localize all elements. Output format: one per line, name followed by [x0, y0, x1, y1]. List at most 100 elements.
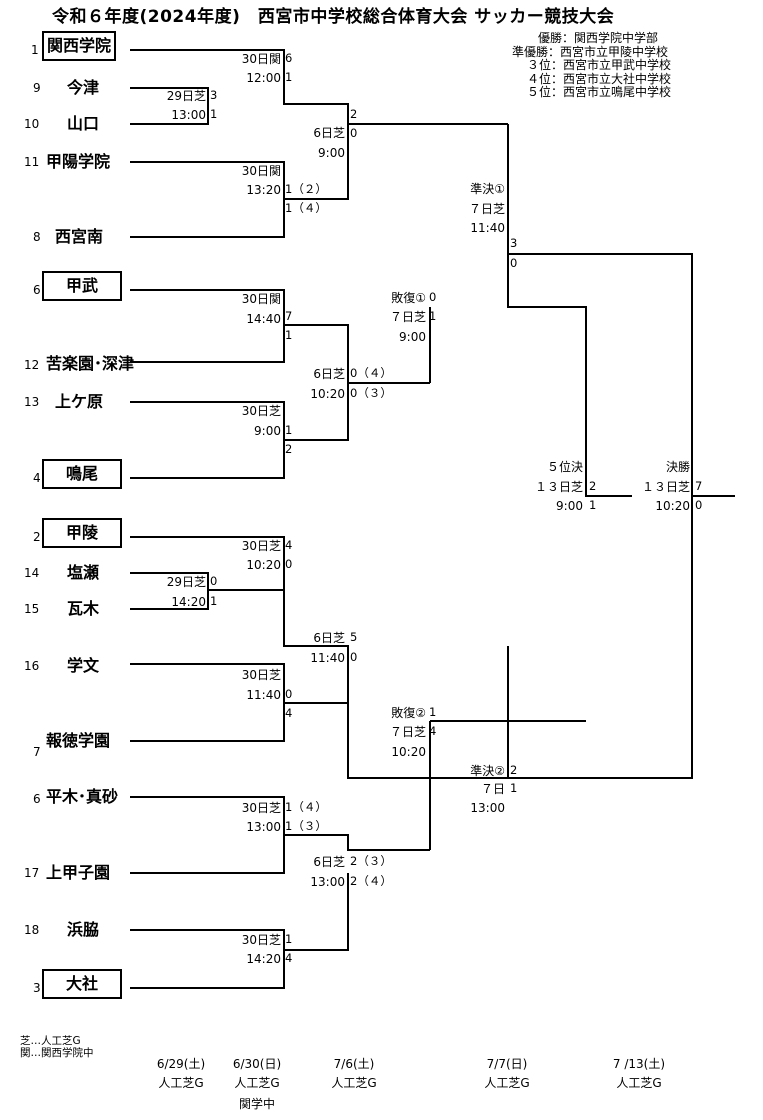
schedule-venue: 人工芝G: [616, 1076, 662, 1090]
match-score: 1: [429, 309, 437, 323]
team-name: 今津: [67, 78, 100, 97]
schedule-date: 7/7(日): [486, 1057, 528, 1071]
seed-number: 6: [33, 283, 41, 297]
match-score: 1: [429, 705, 437, 719]
match-score: 3: [210, 88, 218, 102]
match-score: 2: [589, 479, 597, 493]
match-day: 6日芝: [313, 855, 345, 869]
repechage-time: 9:00: [399, 330, 426, 344]
match-day: 6日芝: [313, 631, 345, 645]
match-time: 11:40: [310, 651, 345, 665]
match-day: 30日芝: [241, 933, 281, 947]
schedule-extra: 関学中: [238, 1097, 275, 1111]
match-score: 1: [285, 932, 293, 946]
match-score: 0: [695, 498, 703, 512]
match-time: 9:00: [318, 146, 345, 160]
seed-number: 17: [24, 866, 40, 880]
match-time: 14:20: [246, 952, 281, 966]
match-time: 12:00: [246, 71, 281, 85]
match-score: 1: [589, 498, 597, 512]
legend-item: 芝…人工芝G: [20, 1035, 81, 1047]
seed-number: 15: [24, 602, 40, 616]
seed-number: 7: [33, 745, 41, 759]
match-score: 5: [350, 630, 358, 644]
schedule-venue: 人工芝G: [234, 1076, 280, 1090]
match-score: 7: [695, 479, 703, 493]
team-name: 山口: [67, 114, 100, 133]
line-imazu: [130, 87, 209, 104]
team-name: 上甲子園: [46, 863, 111, 882]
team-name: 浜脇: [67, 920, 100, 939]
schedule-date: 6/29(土): [156, 1057, 206, 1071]
semi-name: 準決②: [470, 764, 505, 778]
line-yamaguchi: [130, 104, 209, 125]
match-time: 13:00: [310, 875, 345, 889]
match-score: 1（４）: [285, 800, 327, 814]
schedule-date: 6/30(日): [232, 1057, 282, 1071]
seed-number: 1: [31, 43, 39, 57]
match-score: 4: [285, 538, 293, 552]
line-rep2: [429, 720, 586, 850]
seed-number: 13: [24, 395, 40, 409]
match-score: 0: [285, 687, 293, 701]
match-score: 2: [510, 763, 518, 777]
team-name: 西宮南: [55, 227, 104, 246]
match-time: 10:20: [310, 387, 345, 401]
repechage-name: 敗復①: [391, 291, 426, 305]
semi-time: 11:40: [470, 221, 505, 235]
match-day: 29日芝: [166, 575, 206, 589]
match-time: 14:40: [246, 312, 281, 326]
match-day: 30日関: [241, 292, 281, 306]
match-day: 30日関: [241, 52, 281, 66]
schedule-date: 7 /13(土): [612, 1057, 666, 1071]
team-name: 鳴尾: [42, 459, 123, 489]
match-day: 30日芝: [241, 404, 281, 418]
line-hotoku: [130, 703, 285, 742]
match-score: 2（３）: [350, 854, 392, 868]
match-score: 1: [285, 423, 293, 437]
match-score: 0: [350, 650, 358, 664]
match-time: 13:20: [246, 183, 281, 197]
fifth-place-day: １３日芝: [534, 480, 583, 494]
line-taisha: [130, 950, 285, 989]
repechage-day: ７日芝: [389, 310, 426, 324]
line-semi1-loser: [507, 254, 632, 497]
match-score: 0（３）: [350, 386, 392, 400]
semi-day: ７日芝: [468, 202, 505, 216]
match-score: 1（３）: [285, 819, 327, 833]
team-name: 報徳学園: [46, 731, 111, 750]
line-nishinomiyaminami: [130, 199, 285, 238]
match-score: 1: [210, 594, 218, 608]
match-day: 6日芝: [313, 126, 345, 140]
result-runner-up: 準優勝：西宮市立甲陵中学校: [512, 44, 669, 59]
seed-number: 11: [24, 155, 40, 169]
repechage-time: 10:20: [391, 745, 426, 759]
match-time: 10:20: [246, 558, 281, 572]
final-time: 10:20: [655, 499, 690, 513]
seed-number: 2: [33, 530, 41, 544]
seed-number: 6: [33, 792, 41, 806]
match-score: 0: [210, 574, 218, 588]
page-title: 令和６年度(2024年度) 西宮市中学校総合体育大会 サッカー競技大会: [52, 7, 615, 27]
match-time: 11:40: [246, 688, 281, 702]
match-score: 1（４）: [285, 201, 327, 215]
match-score: 2（４）: [350, 874, 392, 888]
legend: 芝…人工芝G 関…関西学院中: [20, 1035, 94, 1059]
seed-number: 3: [33, 981, 41, 995]
schedule-venue: 人工芝G: [484, 1076, 530, 1090]
seed-number: 16: [24, 659, 40, 673]
match-score: 0: [350, 126, 358, 140]
match-day: 30日芝: [241, 539, 281, 553]
match-score: 4: [285, 951, 293, 965]
seed-number: 14: [24, 566, 40, 580]
seed-number: 18: [24, 923, 40, 937]
semi-day: ７日: [480, 782, 505, 796]
legend-item: 関…関西学院中: [20, 1046, 94, 1059]
team-name: 大社: [42, 969, 123, 999]
team-name: 平木･真砂: [46, 787, 119, 806]
match-time: 14:20: [171, 595, 206, 609]
team-name: 塩瀬: [67, 563, 100, 582]
seed-number: 9: [33, 81, 41, 95]
semi-name: 準決①: [470, 182, 505, 196]
match-score: 6: [285, 51, 293, 65]
